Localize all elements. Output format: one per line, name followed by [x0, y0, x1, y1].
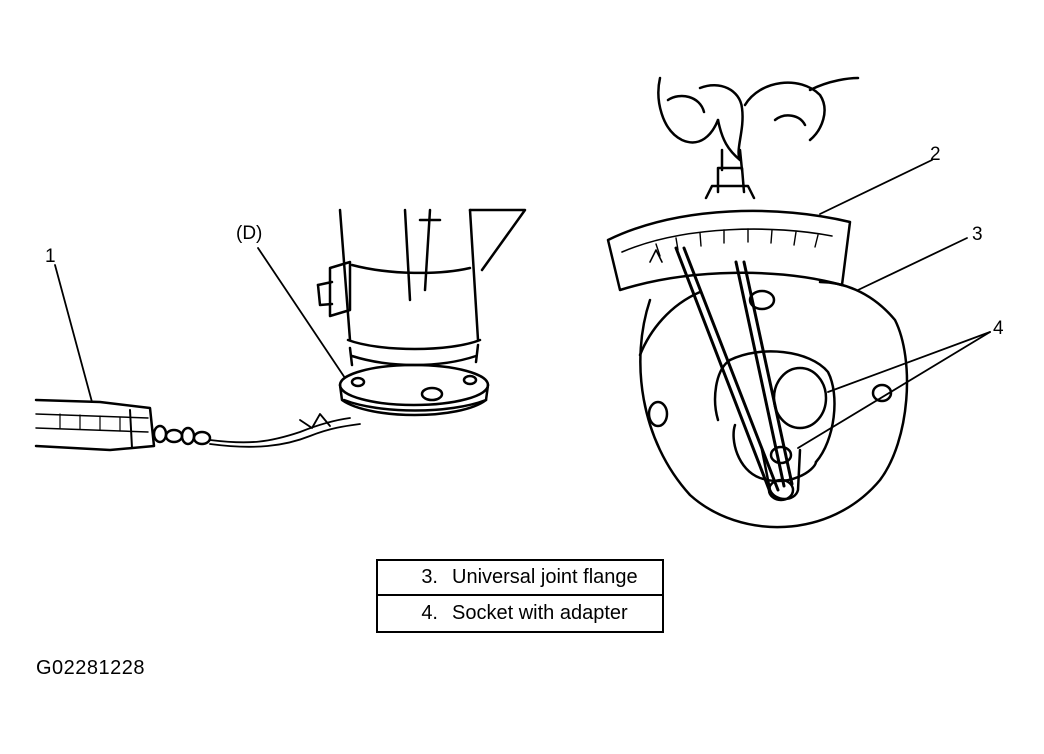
- spring-scale: [34, 398, 212, 452]
- pull-string: [209, 413, 361, 448]
- callout-2: 2: [930, 144, 941, 165]
- callout-d: (D): [236, 223, 262, 244]
- universal-joint-flange: [638, 280, 909, 529]
- pinion-housing: [316, 208, 527, 417]
- legend-table: 3. Universal joint flange 4. Socket with…: [376, 559, 664, 633]
- callout-1: 1: [45, 246, 56, 267]
- legend-text: Universal joint flange: [452, 566, 638, 588]
- legend-row: 3. Universal joint flange: [378, 561, 662, 596]
- legend-row: 4. Socket with adapter: [378, 596, 662, 631]
- legend-number: 3.: [421, 566, 438, 588]
- torque-wrench: [606, 148, 852, 494]
- legend-text: Socket with adapter: [452, 602, 628, 624]
- figure-id: G02281228: [36, 657, 146, 679]
- hand: [657, 76, 860, 162]
- legend-number: 4.: [421, 602, 438, 624]
- callout-4: 4: [993, 318, 1004, 339]
- callout-3: 3: [972, 224, 983, 245]
